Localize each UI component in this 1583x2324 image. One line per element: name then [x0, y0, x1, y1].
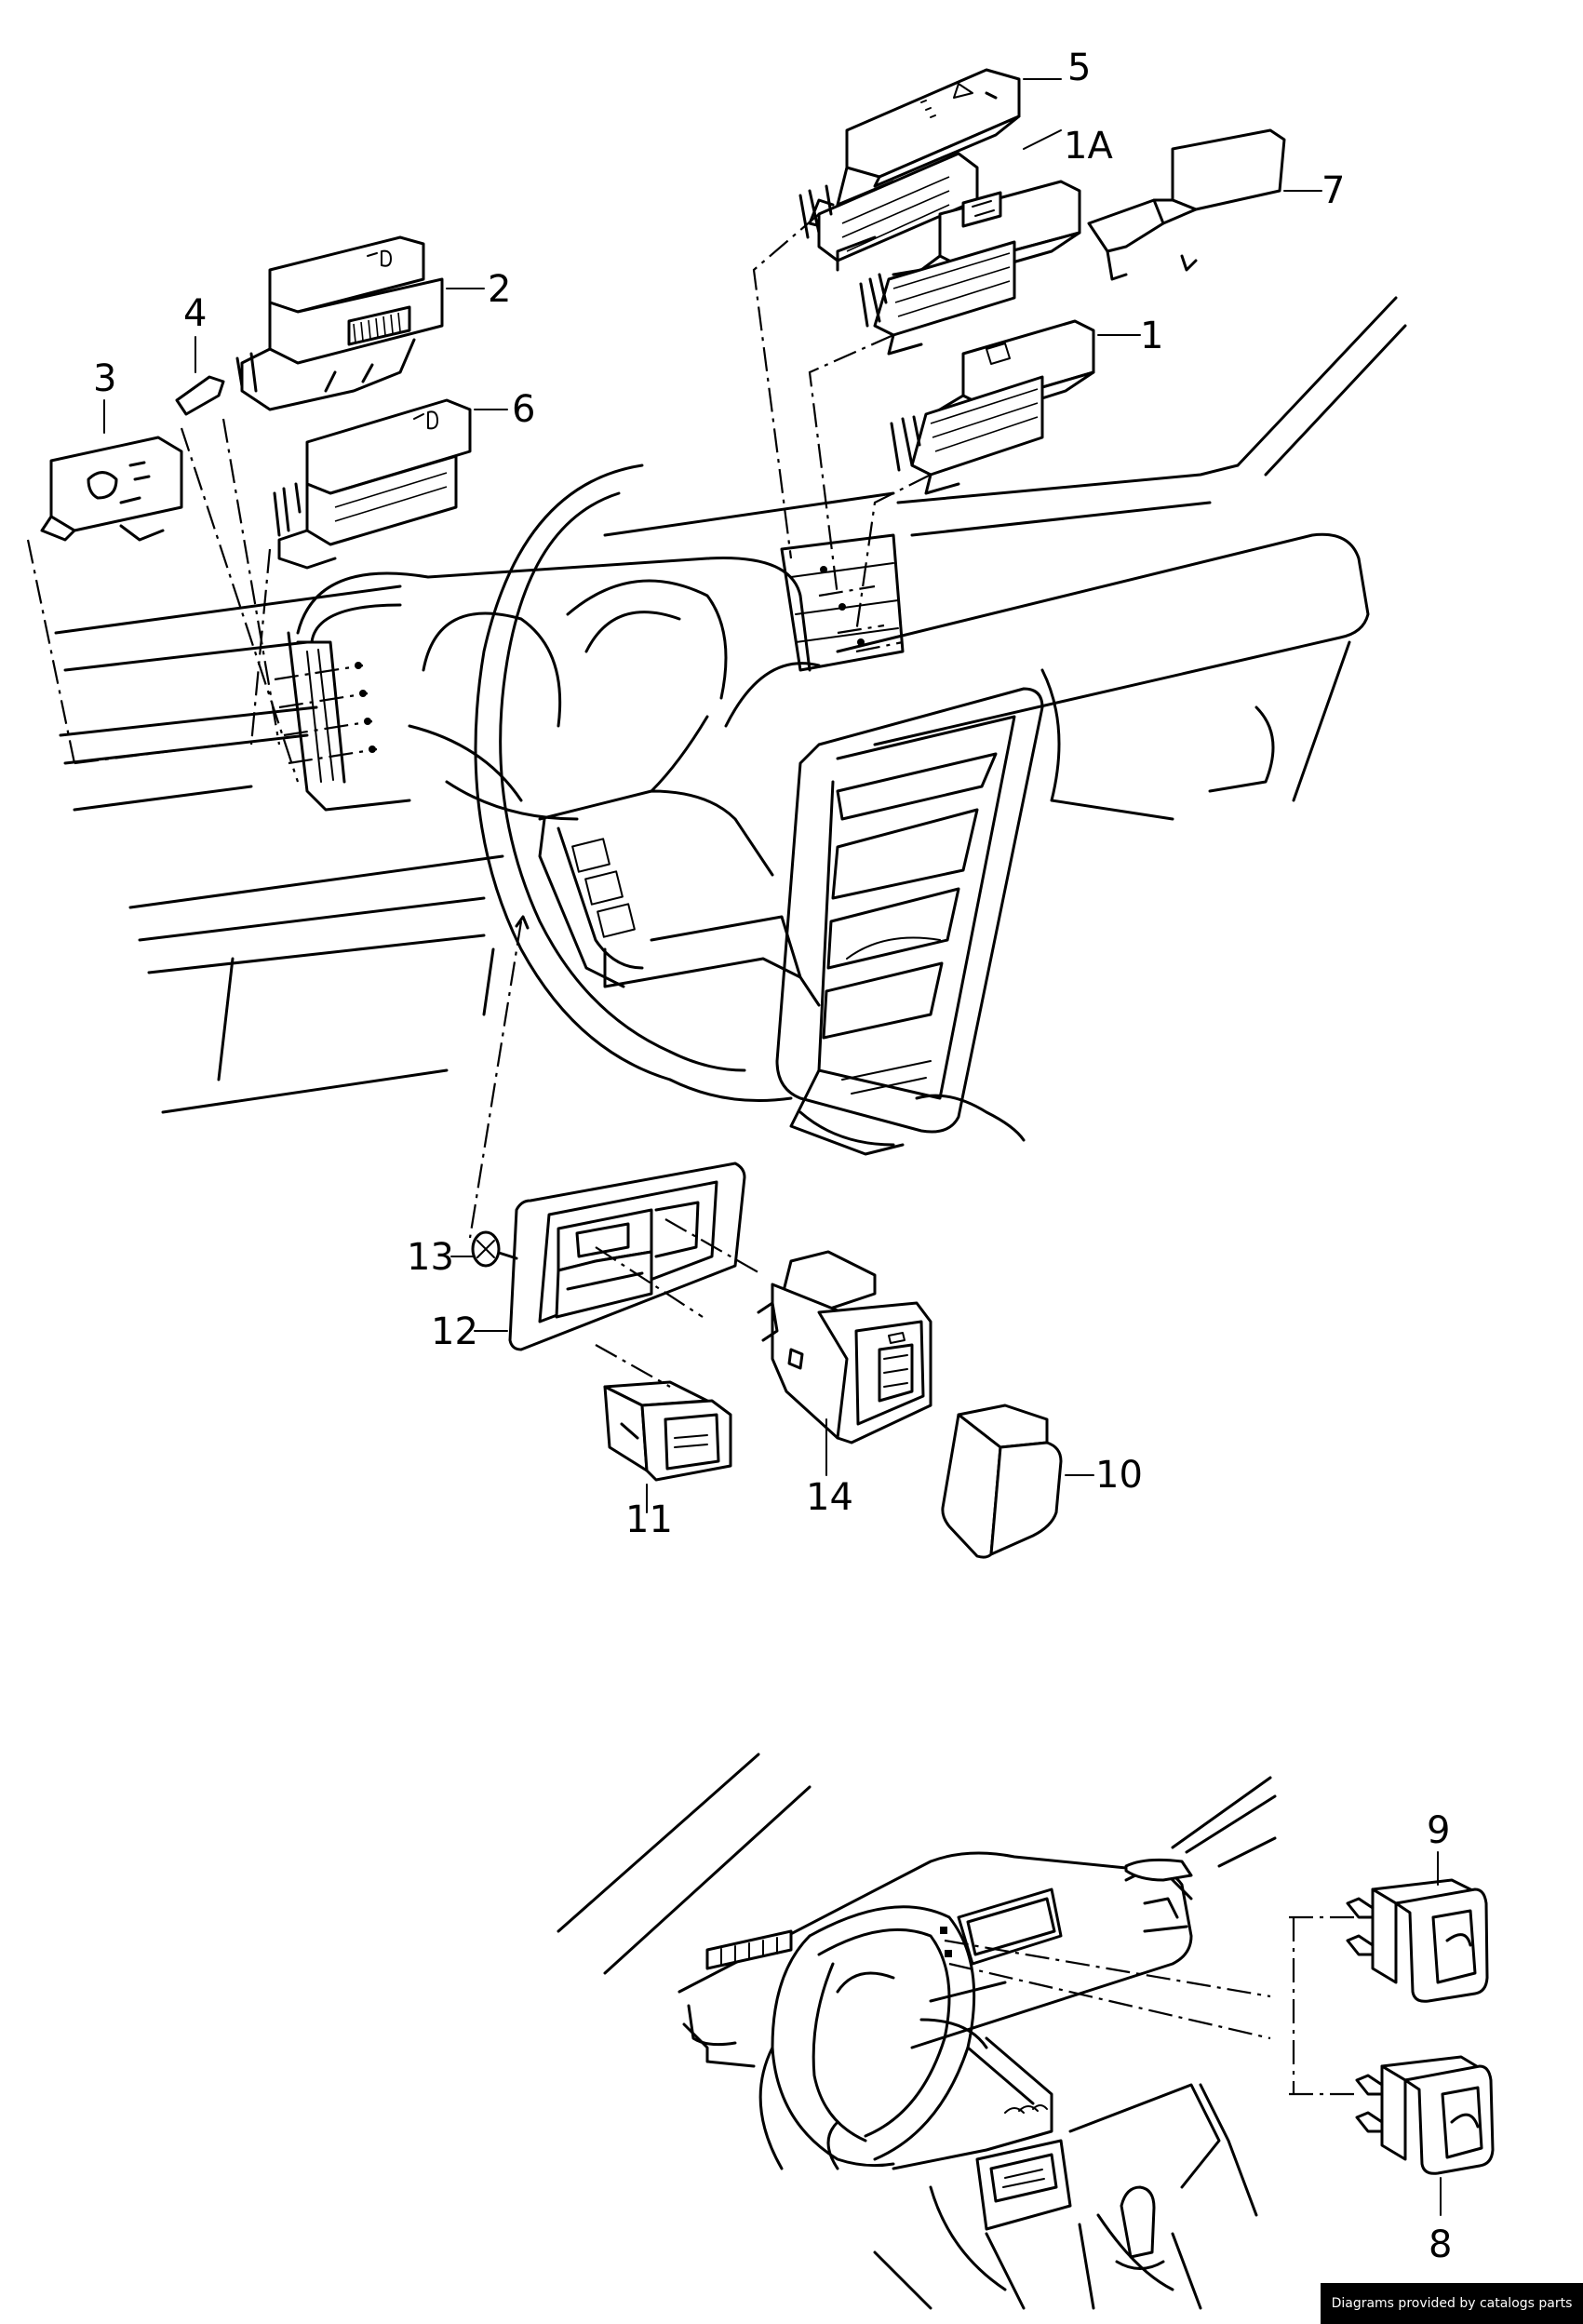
rear-defrost-icon — [986, 343, 1011, 365]
label-3: 3 — [93, 357, 116, 400]
label-14: 14 — [806, 1476, 853, 1519]
part-11-switch — [603, 1380, 732, 1513]
label-11: 11 — [625, 1498, 673, 1541]
label-5: 5 — [1067, 47, 1091, 89]
part-10-blank-cover — [941, 1404, 1094, 1559]
upper-dashboard — [54, 296, 1407, 1156]
part-1-switch — [890, 319, 1141, 495]
credit-banner: Diagrams provided by catalogs parts — [1321, 2283, 1583, 2324]
part-1a-switch — [859, 129, 1081, 356]
label-13: 13 — [407, 1236, 454, 1279]
part-12-bezel-frame — [508, 1162, 746, 1351]
label-4: 4 — [183, 292, 207, 335]
part-4-bulb — [175, 336, 225, 416]
upper-leader-lines — [26, 213, 932, 783]
label-6: 6 — [512, 388, 535, 431]
fog-light-icon — [413, 410, 438, 430]
part-7-blank-cover — [1087, 128, 1322, 281]
label-7: 7 — [1321, 169, 1345, 212]
part-13-screw — [450, 1230, 518, 1268]
part-2-light-switch — [235, 235, 485, 411]
part-labels: 5 1A 7 2 4 3 6 1 13 12 11 14 10 9 8 — [93, 47, 1452, 2266]
hazard-triangle-icon — [953, 83, 973, 99]
label-8: 8 — [1429, 2223, 1452, 2266]
label-10: 10 — [1095, 1454, 1143, 1497]
part-14-switch — [757, 1250, 932, 1476]
label-1a: 1A — [1064, 125, 1113, 168]
part-9-switch — [1346, 1851, 1489, 2003]
label-12: 12 — [431, 1310, 478, 1353]
lower-dashboard — [557, 1753, 1277, 2310]
lower-leader-lines — [940, 1915, 1359, 2096]
label-1: 1 — [1140, 315, 1163, 357]
label-2: 2 — [488, 268, 511, 311]
label-9: 9 — [1427, 1809, 1450, 1852]
part-8-switch — [1355, 2055, 1495, 2216]
part-5-hazard-switch — [798, 68, 1062, 272]
part-3-switch — [40, 399, 183, 542]
headlight-icon — [367, 249, 392, 267]
part-6-fog-switch — [273, 398, 508, 570]
middle-leader-lines — [468, 915, 764, 1388]
